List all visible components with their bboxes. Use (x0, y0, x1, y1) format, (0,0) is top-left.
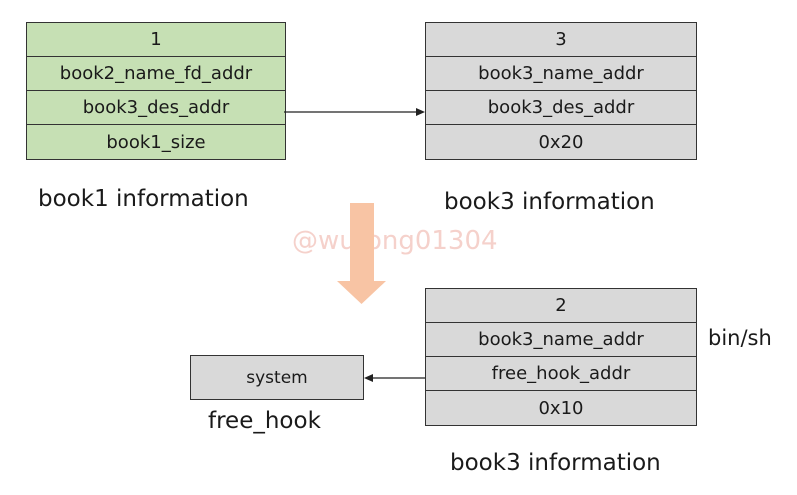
book3-before-caption: book3 information (444, 189, 655, 215)
book3-after-row-size: 0x10 (426, 391, 696, 425)
book1-row-count: 1 (27, 23, 285, 57)
free-hook-value: system (191, 356, 363, 399)
book3-after-row-name-ptr: book3_name_addr (426, 323, 696, 357)
free-hook-caption: free_hook (208, 408, 321, 434)
watermark: @wutong01304 (292, 226, 498, 256)
book1-row-size: book1_size (27, 125, 285, 159)
book1-row-name-ptr: book2_name_fd_addr (27, 57, 285, 91)
book3-before-row-name-ptr: book3_name_addr (426, 57, 696, 91)
pointer-arrow-book1-to-book3 (284, 108, 425, 116)
book3-after-row-des-ptr: free_hook_addr (426, 357, 696, 391)
book3-after-row-count: 2 (426, 289, 696, 323)
book3-before-row-des-ptr: book3_des_addr (426, 91, 696, 125)
book1-row-des-ptr: book3_des_addr (27, 91, 285, 125)
book3-before-row-count: 3 (426, 23, 696, 57)
book3-struct-before: 3 book3_name_addr book3_des_addr 0x20 (425, 22, 697, 160)
book3-before-row-size: 0x20 (426, 125, 696, 159)
bin-sh-label: bin/sh (708, 326, 772, 350)
pointer-arrow-book3-to-free-hook (364, 374, 425, 382)
down-arrow (337, 203, 386, 304)
book3-struct-after: 2 book3_name_addr free_hook_addr 0x10 (425, 288, 697, 426)
book1-struct: 1 book2_name_fd_addr book3_des_addr book… (26, 22, 286, 160)
book1-caption: book1 information (38, 186, 249, 212)
free-hook-box: system (190, 355, 364, 400)
book3-after-caption: book3 information (450, 450, 661, 476)
